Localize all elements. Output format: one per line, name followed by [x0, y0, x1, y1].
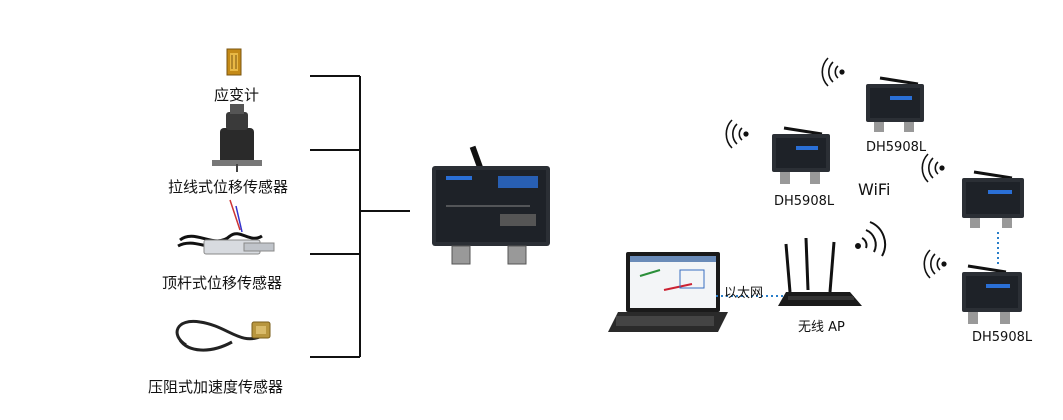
ethernet-label: 以太网: [724, 286, 764, 301]
wifi-label: WiFi: [858, 180, 891, 199]
node-label-top: DH5908L: [866, 140, 927, 155]
sensor-label-wire-displacement: 拉线式位移传感器: [168, 178, 289, 196]
sensor-wiring: [310, 75, 410, 358]
laptop-icon: [608, 252, 728, 332]
wifi-signal-icon: [821, 57, 845, 87]
wire-displacement-sensor-icon: [212, 104, 262, 172]
piezoresistive-accelerometer-icon: [175, 319, 271, 352]
node-label-bottom: DH5908L: [972, 330, 1033, 345]
wifi-signal-icon: [923, 249, 947, 279]
wifi-signal-icon: [921, 153, 945, 183]
dh5908l-node-bottom: [962, 264, 1022, 324]
central-acquisition-device: [432, 145, 550, 265]
wifi-signal-icon: [725, 119, 749, 149]
router-wifi-signal-icon: [855, 221, 887, 257]
wireless-ap-router-icon: [778, 237, 862, 306]
node-label-left: DH5908L: [774, 194, 835, 209]
rod-displacement-sensor-icon: [177, 199, 275, 255]
dh5908l-node-left: [772, 126, 830, 184]
dh5908l-node-top: [866, 76, 924, 132]
sensor-label-accelerometer: 压阻式加速度传感器: [148, 378, 284, 396]
dh5908l-node-right-mid: [962, 170, 1024, 228]
sensor-label-rod-displacement: 顶杆式位移传感器: [162, 274, 283, 292]
strain-gauge-icon: [226, 48, 242, 76]
wireless-ap-label: 无线 AP: [798, 320, 845, 335]
sensor-label-strain-gauge: 应变计: [214, 86, 260, 104]
